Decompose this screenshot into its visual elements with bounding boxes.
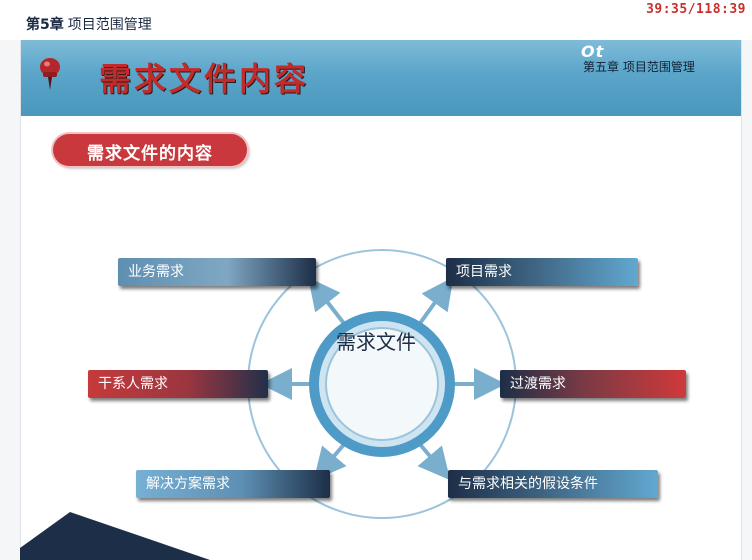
arrow-solution [313, 440, 348, 481]
slide-subtitle: 第五章 项目范围管理 [583, 60, 695, 74]
arrow-related [416, 440, 451, 481]
arrow-project [416, 277, 454, 328]
section-heading: 需求文件的内容 [53, 134, 247, 166]
related-assumptions-box: 与需求相关的假设条件 [448, 470, 658, 498]
chapter-title: 项目范围管理 [67, 17, 152, 33]
stakeholder-requirements-box: 干系人需求 [88, 370, 268, 398]
solution-requirements-box: 解决方案需求 [136, 470, 330, 498]
related-assumptions-label: 与需求相关的假设条件 [458, 476, 598, 492]
business-requirements-label: 业务需求 [128, 264, 184, 280]
stakeholder-requirements-label: 干系人需求 [98, 376, 168, 392]
arrow-business [308, 277, 348, 328]
transition-requirements-box: 过渡需求 [500, 370, 686, 398]
playback-timer: 39:35/118:39 [646, 2, 746, 17]
corner-stripe [20, 512, 210, 560]
brand-logo: Ot [581, 42, 605, 61]
chapter-label: 第5章项目范围管理 [26, 14, 152, 34]
chapter-number: 第5章 [26, 17, 64, 33]
project-requirements-box: 项目需求 [446, 258, 638, 286]
slide-title: 需求文件内容 [99, 60, 310, 98]
business-requirements-box: 业务需求 [118, 258, 316, 286]
section-heading-label: 需求文件的内容 [87, 144, 213, 164]
transition-requirements-label: 过渡需求 [510, 376, 566, 392]
top-bar: 第5章项目范围管理 39:35/118:39 [0, 0, 752, 40]
center-node-label: 需求文件 [336, 330, 416, 354]
center-ring-inner [325, 327, 439, 441]
pushpin-icon [40, 58, 60, 90]
slide-banner: 需求文件内容 Ot 第五章 项目范围管理 [21, 40, 741, 116]
project-requirements-label: 项目需求 [456, 264, 512, 280]
solution-requirements-label: 解决方案需求 [146, 476, 230, 492]
